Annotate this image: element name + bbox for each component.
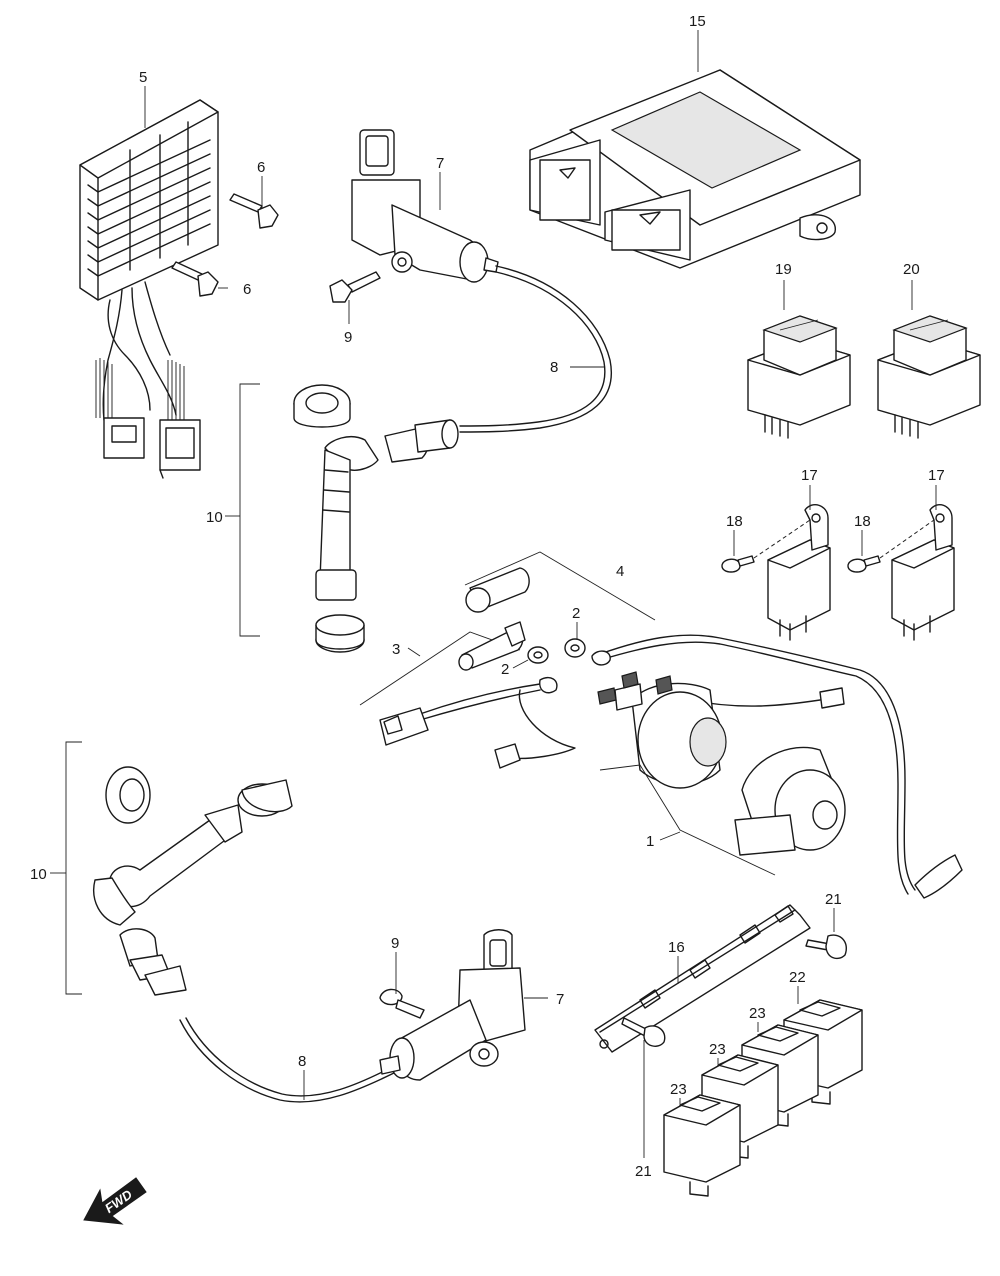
plug-cap-bottom	[93, 766, 293, 996]
callout-17b: 17	[928, 467, 945, 484]
callout-9a: 9	[344, 329, 352, 346]
starter-relay-cover	[734, 746, 846, 856]
callout-15: 15	[689, 13, 706, 30]
callout-17a: 17	[801, 467, 818, 484]
boot-4	[465, 567, 530, 613]
regulator-rectifier	[79, 99, 219, 479]
callout-21b: 21	[635, 1163, 652, 1180]
relay-17a	[767, 504, 831, 641]
bolt-9a	[329, 271, 381, 303]
callout-10a: 10	[206, 509, 223, 526]
screw-18a	[721, 555, 755, 573]
screw-21a	[805, 934, 847, 960]
bracket-1	[599, 764, 776, 876]
callout-7a: 7	[436, 155, 444, 172]
callout-7b: 7	[556, 991, 564, 1008]
callout-8b: 8	[298, 1053, 306, 1070]
callout-1: 1	[646, 833, 654, 850]
ht-lead-bottom	[179, 1019, 401, 1103]
callout-23b: 23	[709, 1041, 726, 1058]
plug-cap-top	[293, 384, 459, 653]
callout-23c: 23	[749, 1005, 766, 1022]
callout-16: 16	[668, 939, 685, 956]
callout-9b: 9	[391, 935, 399, 952]
callout-10b: 10	[30, 866, 47, 883]
wire-3	[419, 683, 541, 715]
ecu-unit	[529, 69, 861, 269]
washers-2	[527, 638, 586, 664]
relay-17b	[891, 504, 955, 641]
callout-4: 4	[616, 563, 624, 580]
callout-2a: 2	[572, 605, 580, 622]
fwd-arrow: FWD	[83, 1177, 147, 1225]
bracket-10-top	[239, 383, 260, 637]
bracket-4	[464, 551, 656, 621]
relay-bracket-16	[594, 904, 811, 1053]
bolt-9b	[379, 988, 425, 1019]
callout-6a: 6	[257, 159, 265, 176]
callout-6b: 6	[243, 281, 251, 298]
wire-4	[599, 634, 916, 891]
ht-lead-top	[459, 265, 612, 433]
ignition-coil-bottom	[379, 929, 526, 1081]
bolt-6b	[171, 261, 219, 297]
callout-23a: 23	[670, 1081, 687, 1098]
callout-5: 5	[139, 69, 147, 86]
callouts: 5 6 6 7 9 8 15 19 20 10 17 17 18 18 4 2 …	[30, 13, 945, 1180]
relay-23c	[741, 1024, 819, 1127]
boot-3	[458, 621, 526, 671]
callout-18a: 18	[726, 513, 743, 530]
ignition-coil-top	[351, 129, 499, 283]
starter-relay	[597, 671, 727, 789]
relay-19	[747, 315, 851, 439]
callout-20: 20	[903, 261, 920, 278]
callout-3: 3	[392, 641, 400, 658]
screw-18b	[847, 555, 881, 573]
bolt-6a	[229, 193, 279, 229]
callout-2b: 2	[501, 661, 509, 678]
callout-19: 19	[775, 261, 792, 278]
relay-23a	[663, 1094, 741, 1197]
leader-lines	[144, 30, 937, 1158]
callout-21a: 21	[825, 891, 842, 908]
callout-22: 22	[789, 969, 806, 986]
callout-18b: 18	[854, 513, 871, 530]
screw-21b	[621, 1017, 666, 1047]
callout-8a: 8	[550, 359, 558, 376]
bracket-10-bottom	[65, 741, 82, 995]
relay-20	[877, 315, 981, 439]
